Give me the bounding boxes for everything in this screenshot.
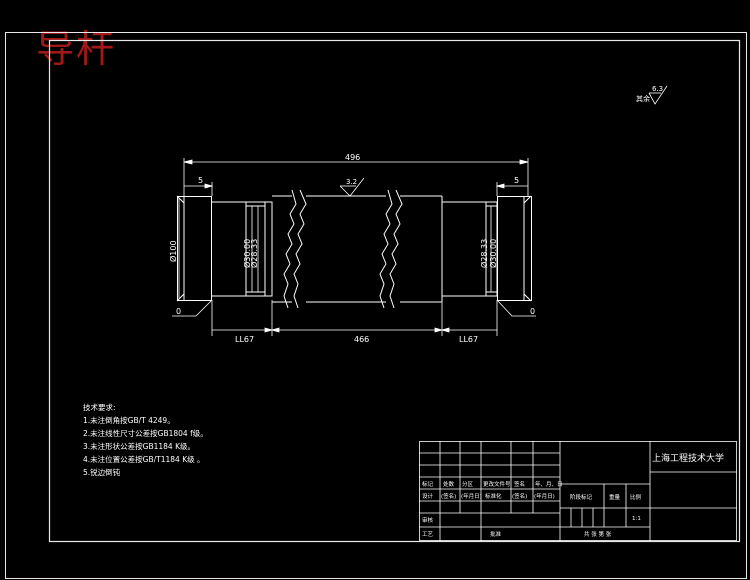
general-roughness-symbol: 其余 6.3 [636,85,668,105]
tb-header-cell: 更改文件号 [483,480,511,488]
shaft-drawing [176,189,532,309]
dim-dia-left-shaft-a: Ø30.00 [242,239,252,268]
dim-dia-right-shaft-b: Ø30.00 [488,239,498,268]
tb-scale-label: 比例 [630,493,642,501]
dimension-lines [172,158,536,336]
tb-header-cell: 处数 [443,480,455,488]
tb-header-cell: 分区 [462,480,474,488]
tb-design-cell: (签名) [512,492,527,500]
roughness-surface-value: 3.2 [346,178,357,186]
note-item: 3.未注形状公差按GB1184 K级。 [83,441,195,451]
tb-approve-label: 批准 [490,530,502,538]
note-item: 1.未注倒角按GB/T 4249。 [83,415,175,425]
note-item: 5.锐边倒钝 [83,467,121,477]
tb-header-cell: 签名 [514,480,525,488]
tb-weight-label: 重量 [609,493,621,501]
dim-dia-right-shaft-a: Ø28.33 [479,239,489,268]
university-name: 上海工程技术大学 [652,452,724,464]
tb-design-cell: 标准化 [485,492,502,500]
dim-total-length: 496 [345,153,360,162]
roughness-general-label: 其余 [636,94,650,103]
tb-design-cell: (年月日) [461,492,482,500]
dim-right-zero: 0 [530,307,535,316]
note-item: 2.未注线性尺寸公差按GB1804 f级。 [83,428,208,438]
dim-left-journal: LL67 [235,335,254,344]
dim-right-journal: LL67 [459,335,478,344]
dim-left-zero: 0 [176,307,181,316]
surface-roughness-symbol: 3.2 [339,177,365,197]
tb-sheet-label: 共 张 第 张 [584,530,612,538]
tb-stage-label: 阶段标记 [570,493,593,501]
roughness-general-value: 6.3 [652,85,663,93]
tb-process-label: 工艺 [422,531,434,538]
tb-review-label: 审核 [422,516,434,524]
dim-right-step: 5 [514,176,519,185]
dim-dia-left-flange: Ø100 [168,240,178,262]
tb-header-cell: 年、月、日 [535,480,563,488]
technical-notes: 技术要求: 1.未注倒角按GB/T 4249。 2.未注线性尺寸公差按GB180… [83,402,208,477]
title-block [419,441,737,541]
dim-left-step: 5 [198,176,203,185]
tb-design-cell: (年月日) [534,492,555,500]
outer-border [5,32,747,579]
inner-border [48,39,741,543]
dim-middle-length: 466 [354,335,369,344]
tb-design-cell: (签名) [441,492,456,500]
tb-header-cell: 标记 [422,480,434,488]
notes-heading: 技术要求: [83,402,116,412]
tb-scale-value: 1:1 [632,516,641,522]
note-item: 4.未注位置公差按GB/T1184 K级 。 [83,454,205,464]
dim-dia-left-shaft-b: Ø28.33 [249,239,259,268]
tb-design-cell: 设计 [422,492,434,500]
